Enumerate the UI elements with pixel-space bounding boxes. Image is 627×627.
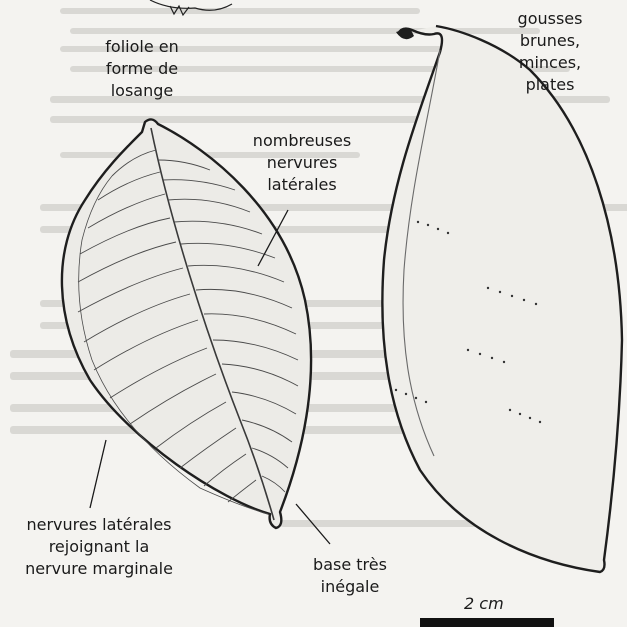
label-line: gousses bbox=[490, 8, 610, 30]
label-nervures: nombreuses nervures latérales bbox=[232, 130, 372, 196]
scale-bar bbox=[420, 618, 554, 627]
top-fragment bbox=[150, 0, 232, 15]
label-line: nervure marginale bbox=[2, 558, 196, 580]
label-laterales: nervures latérales rejoignant la nervure… bbox=[2, 514, 196, 580]
label-foliole: foliole en forme de losange bbox=[72, 36, 212, 102]
leader-laterales bbox=[90, 440, 106, 508]
label-line: plates bbox=[490, 74, 610, 96]
label-line: rejoignant la bbox=[2, 536, 196, 558]
label-line: nervures bbox=[232, 152, 372, 174]
pod bbox=[382, 26, 622, 572]
pod-outline bbox=[382, 26, 622, 572]
label-line: nombreuses bbox=[232, 130, 372, 152]
label-line: minces, bbox=[490, 52, 610, 74]
label-line: nervures latérales bbox=[2, 514, 196, 536]
label-line: losange bbox=[72, 80, 212, 102]
label-line: forme de bbox=[72, 58, 212, 80]
label-line: foliole en bbox=[72, 36, 212, 58]
label-line: inégale bbox=[290, 576, 410, 598]
scale-label: 2 cm bbox=[464, 594, 504, 613]
label-gousses: gousses brunes, minces, plates bbox=[490, 8, 610, 96]
leader-base bbox=[296, 504, 330, 544]
label-line: latérales bbox=[232, 174, 372, 196]
label-line: base très bbox=[290, 554, 410, 576]
label-base: base très inégale bbox=[290, 554, 410, 598]
label-line: brunes, bbox=[490, 30, 610, 52]
